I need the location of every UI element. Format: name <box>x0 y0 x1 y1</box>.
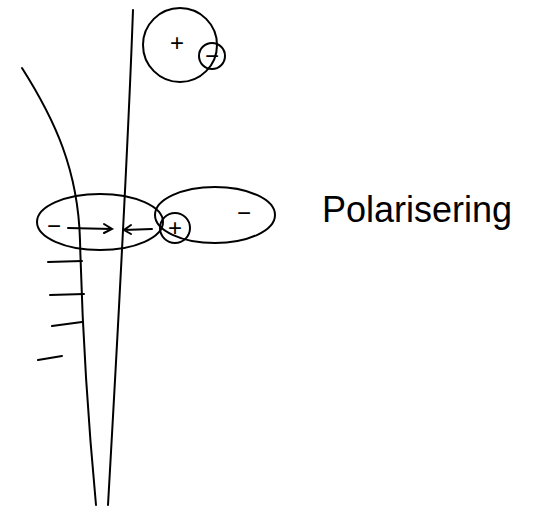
caption-label: Polarisering <box>322 192 512 228</box>
charge-mark <box>52 322 82 326</box>
dipole-ellipse <box>37 194 163 250</box>
charge-mark <box>50 294 84 295</box>
charge-mark <box>48 261 82 262</box>
charge-mark <box>38 356 62 360</box>
nucleus-circle <box>160 213 190 243</box>
electron-circle <box>199 43 225 69</box>
charge-sign: − <box>237 201 251 225</box>
surface-line <box>22 68 96 505</box>
charge-sign: + <box>168 216 182 240</box>
charge-sign: − <box>47 214 61 238</box>
charge-sign: + <box>170 31 184 55</box>
force-arrow <box>124 225 152 234</box>
dipole-ellipse <box>155 187 275 243</box>
charge-sign: − <box>205 44 219 68</box>
force-arrow <box>68 224 112 233</box>
surface-line <box>108 10 133 505</box>
